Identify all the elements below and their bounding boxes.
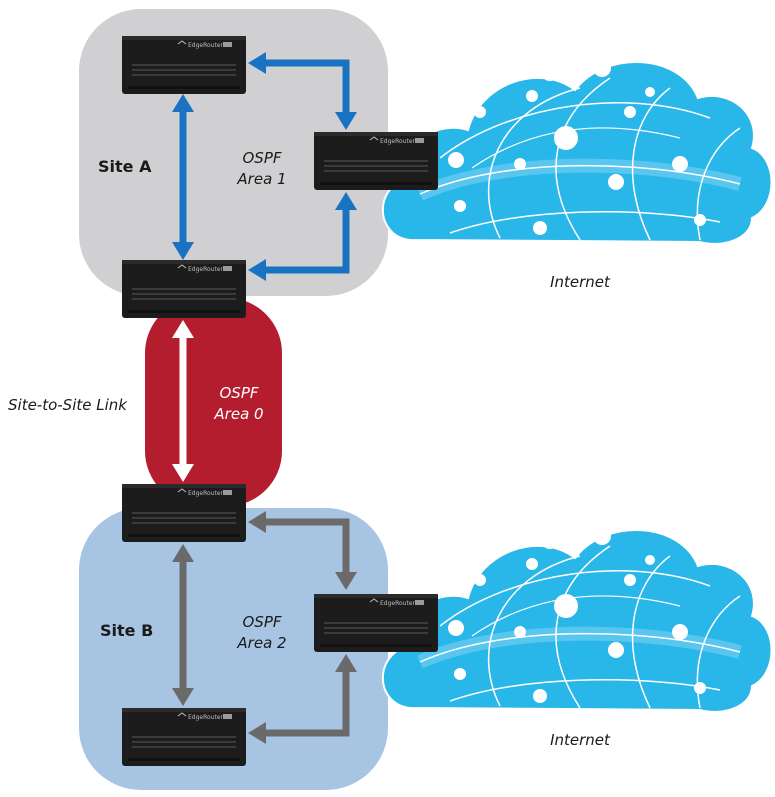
backbone-area xyxy=(145,298,282,506)
edgerouter-icon xyxy=(313,593,439,653)
area-1-label-line1: OSPF xyxy=(242,149,281,167)
site-a-label: Site A xyxy=(98,157,152,176)
site-a-arrowheads xyxy=(172,52,357,281)
site-a-links xyxy=(179,59,350,274)
area-0-label-line2: Area 0 xyxy=(213,405,263,423)
site-b-arrowheads xyxy=(172,511,357,744)
internet-cloud-icon xyxy=(383,59,772,244)
edgerouter-icon xyxy=(313,131,439,191)
area-2-label-line1: OSPF xyxy=(242,613,281,631)
site-to-site-arrow xyxy=(172,320,194,482)
internet-label-top: Internet xyxy=(550,273,611,291)
site-to-site-link-label: Site-to-Site Link xyxy=(8,396,128,414)
edgerouter-icon xyxy=(121,707,247,767)
area-1-label-line2: Area 1 xyxy=(236,170,286,188)
site-b-links xyxy=(179,518,350,737)
area-2-label-line2: Area 2 xyxy=(236,634,286,652)
edgerouter-icon xyxy=(121,483,247,543)
edgerouter-icon xyxy=(121,35,247,95)
internet-cloud-icon xyxy=(383,527,772,712)
edgerouter-icon xyxy=(121,259,247,319)
internet-label-bottom: Internet xyxy=(550,731,611,749)
area-0-label-line1: OSPF xyxy=(219,384,258,402)
site-b-label: Site B xyxy=(100,621,153,640)
